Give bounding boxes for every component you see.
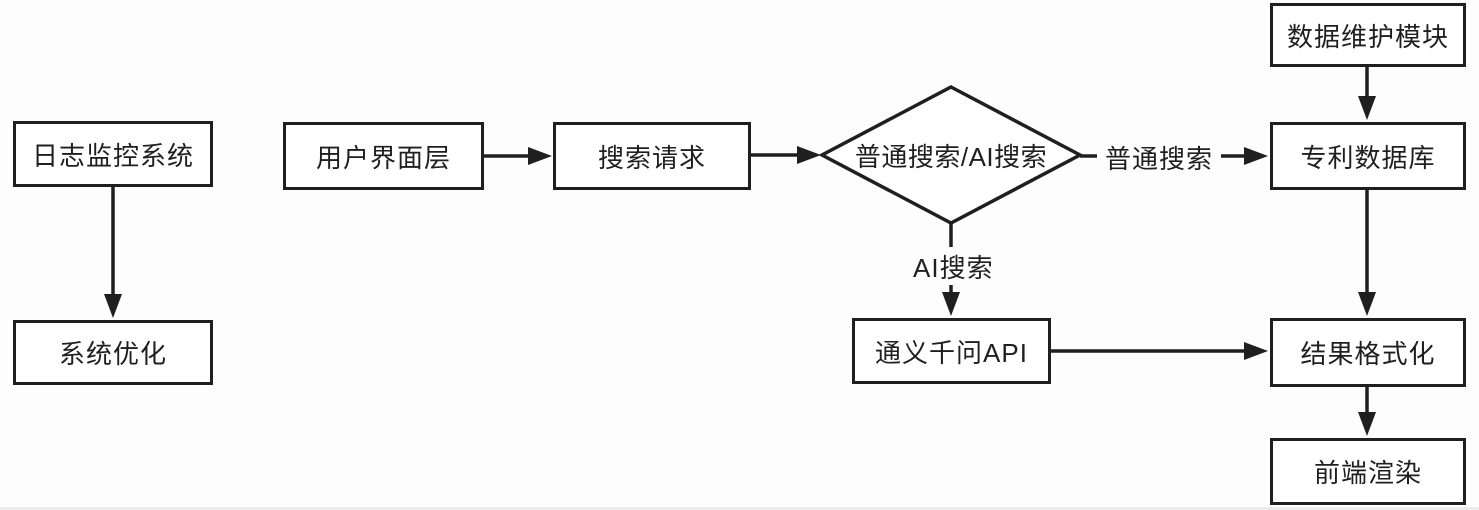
node-patent-db: 专利数据库 <box>1270 122 1466 190</box>
node-ui-layer-label: 用户界面层 <box>315 142 451 173</box>
node-qwen-api-label: 通义千问API <box>875 337 1028 368</box>
arrowhead-down-icon <box>1358 412 1376 436</box>
node-log-monitor: 日志监控系统 <box>13 121 213 187</box>
edge-label-normal-search-text: 普通搜索 <box>1105 143 1214 174</box>
search-decision-text: 普通搜索/AI搜索 <box>854 141 1048 172</box>
node-search-request: 搜索请求 <box>553 122 751 190</box>
edge-label-normal-search: 普通搜索 <box>1097 138 1222 176</box>
arrowhead-down-icon <box>942 292 960 316</box>
node-search-decision-label: 普通搜索/AI搜索 <box>831 138 1071 172</box>
arrowhead-down-icon <box>104 294 122 318</box>
node-patent-db-label: 专利数据库 <box>1300 142 1436 173</box>
arrowhead-right-icon <box>1244 147 1268 165</box>
node-frontend-render-label: 前端渲染 <box>1313 458 1422 488</box>
arrowhead-right-icon <box>528 147 552 165</box>
node-system-optimize: 系统优化 <box>13 320 213 385</box>
arrowhead-right-icon <box>797 146 821 164</box>
node-result-format-label: 结果格式化 <box>1300 339 1436 369</box>
arrowhead-down-icon <box>1358 292 1376 316</box>
node-system-optimize-label: 系统优化 <box>58 339 167 369</box>
node-frontend-render: 前端渲染 <box>1270 438 1466 505</box>
arrowhead-down-icon <box>1358 96 1376 120</box>
node-qwen-api: 通义千问API <box>852 318 1051 384</box>
node-data-maintenance: 数据维护模块 <box>1270 3 1466 67</box>
node-ui-layer: 用户界面层 <box>283 122 484 190</box>
node-search-request-label: 搜索请求 <box>597 142 706 173</box>
edge-label-ai-search-text: AI搜索 <box>913 252 994 283</box>
arrowhead-right-icon <box>1244 342 1268 360</box>
node-data-maintenance-label: 数据维护模块 <box>1286 21 1449 52</box>
node-result-format: 结果格式化 <box>1270 318 1466 387</box>
edge-label-ai-search: AI搜索 <box>905 247 1002 285</box>
decision-diamond-shape <box>818 85 1084 225</box>
node-log-monitor-label: 日志监控系统 <box>31 140 194 171</box>
